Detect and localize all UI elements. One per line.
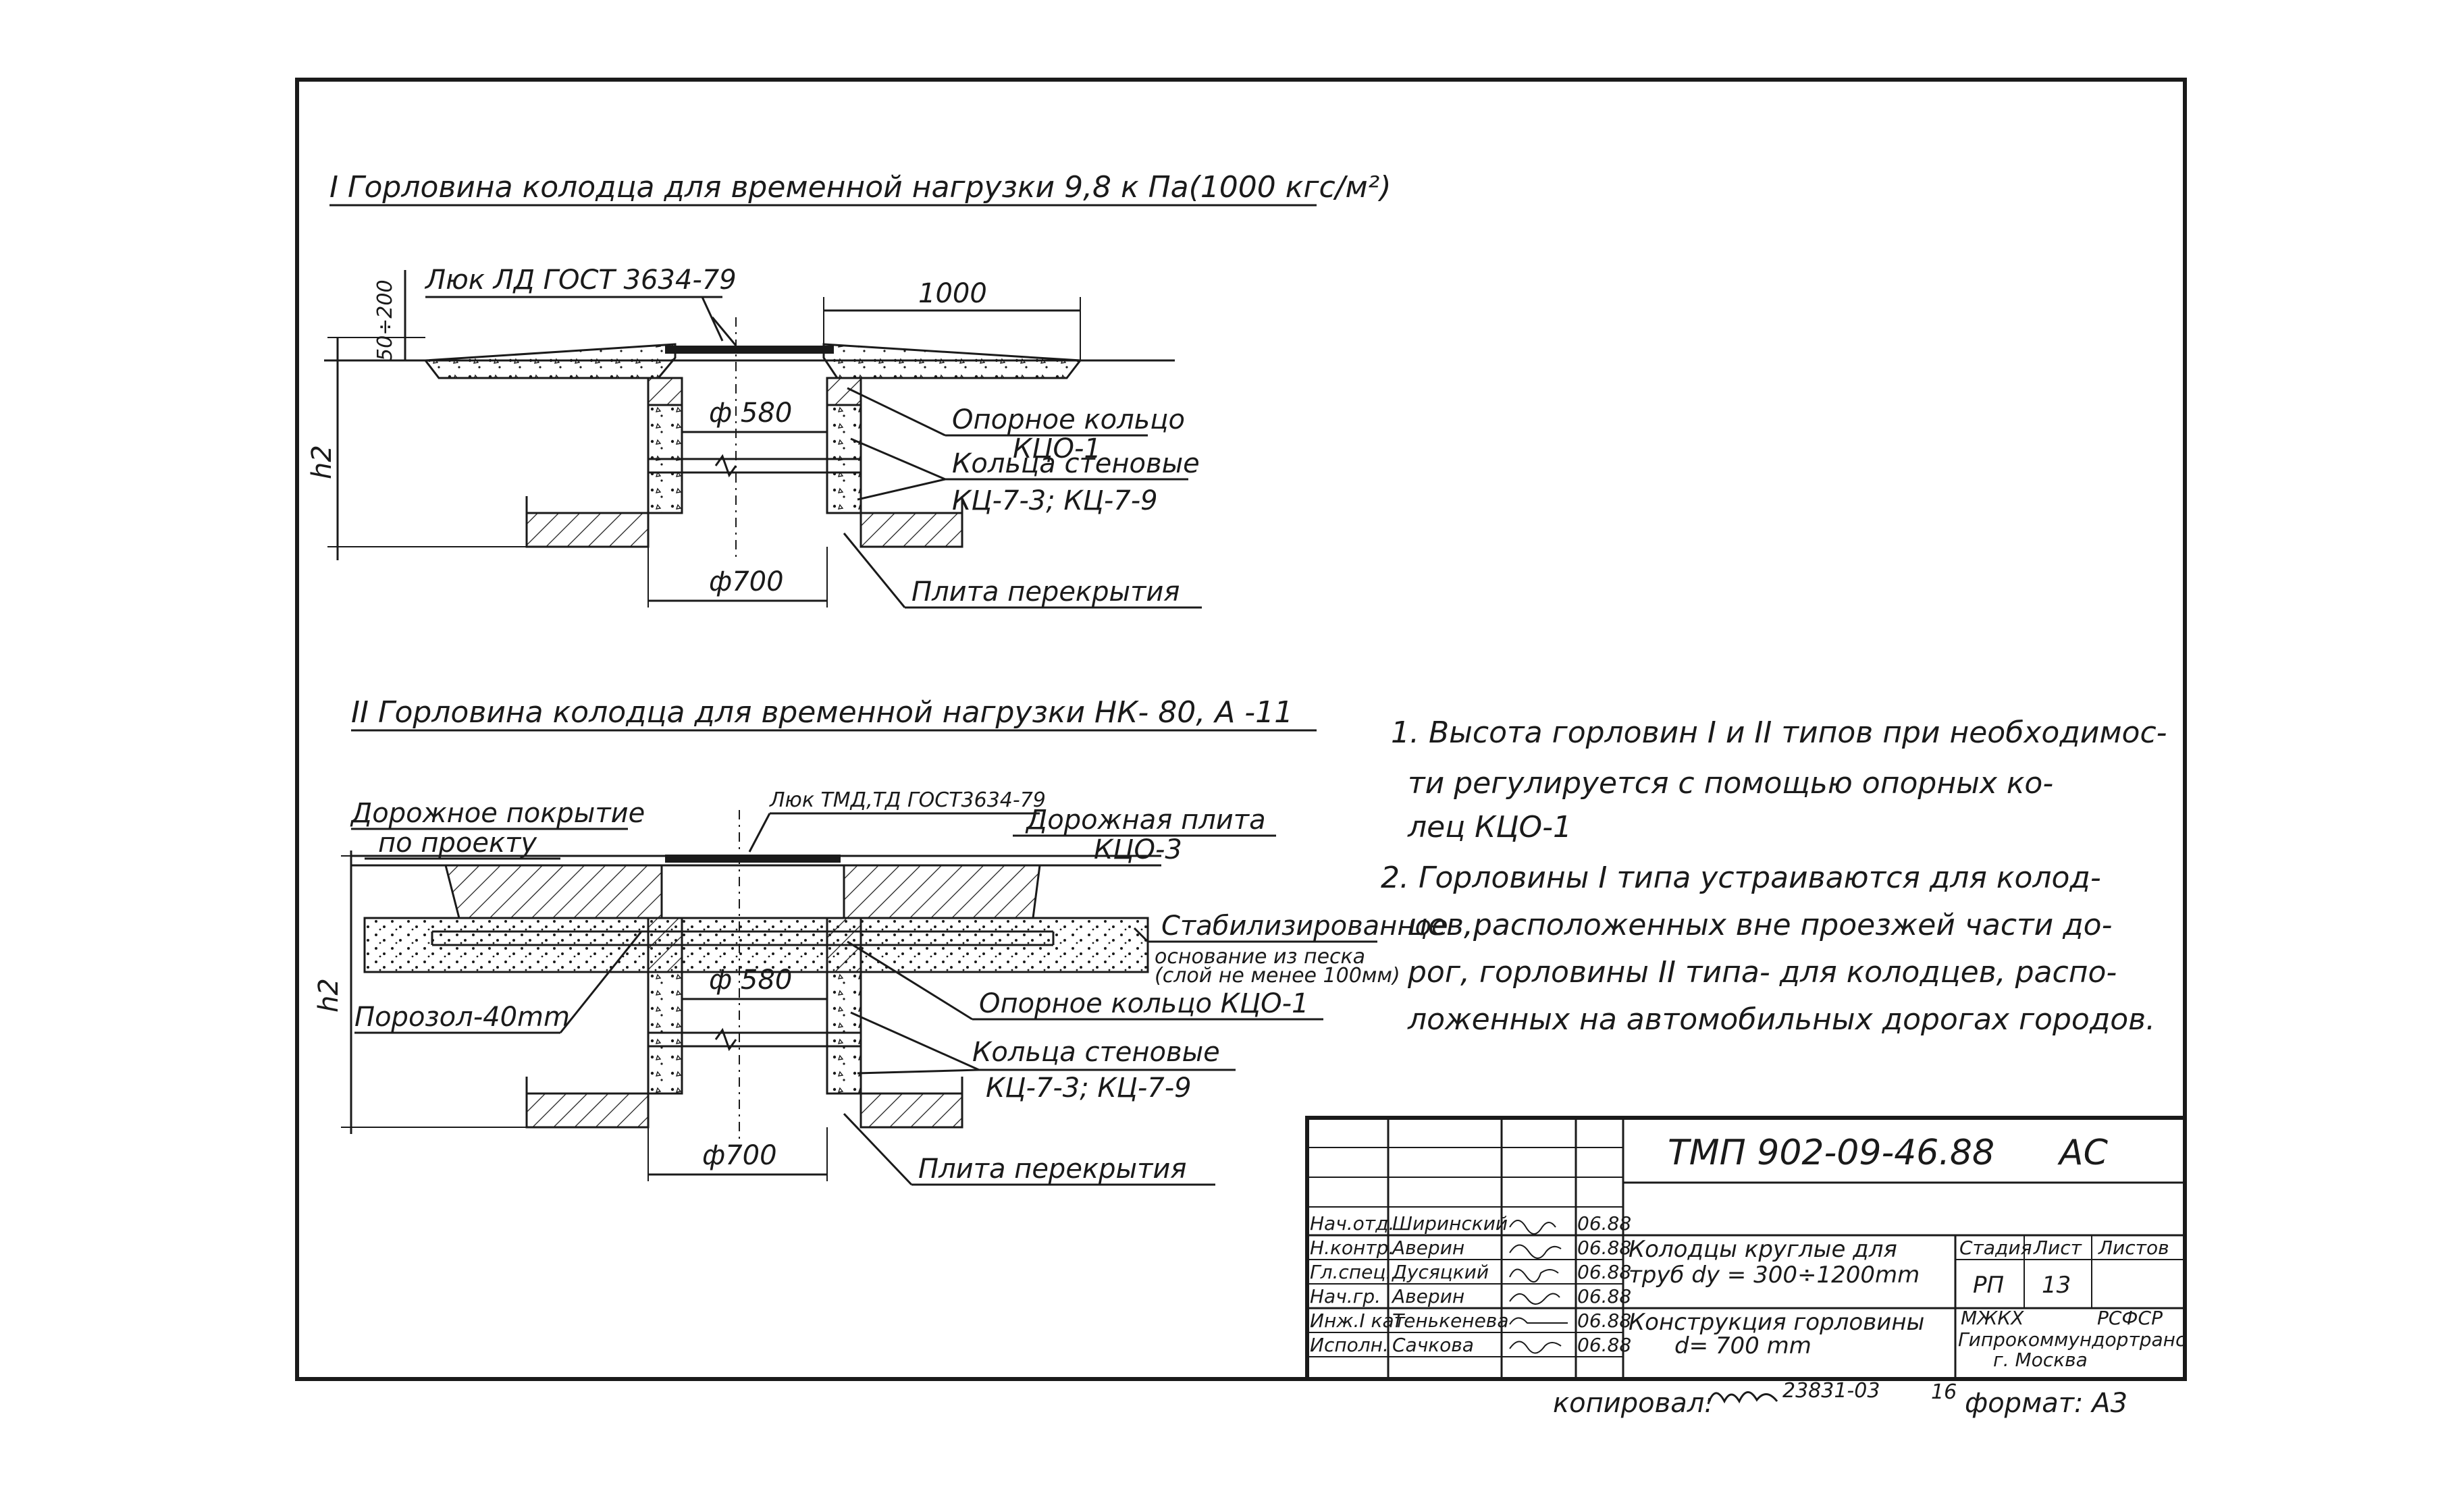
title-roles: Нач.отд. Ширинский 06.88 Н.контр. Аверин… xyxy=(1310,1212,1631,1356)
section-1-dim-h: h2 xyxy=(307,445,338,479)
title-org-1: РСФСР xyxy=(2097,1307,2163,1329)
footer-format: формат: А3 xyxy=(1965,1388,2127,1419)
section-1-dim-top: 50÷200 xyxy=(373,279,397,361)
role-2: Гл.спец. xyxy=(1310,1261,1392,1283)
role-5-name: Сачкова xyxy=(1392,1334,1474,1356)
title-sheet-title-0: Конструкция горловины xyxy=(1629,1309,1924,1336)
title-sheet-title-1: d= 700 mm xyxy=(1674,1332,1812,1359)
signature-2 xyxy=(1509,1268,1559,1282)
role-0: Нач.отд. xyxy=(1310,1212,1394,1235)
role-5-date: 06.88 xyxy=(1577,1334,1631,1356)
section-1-dia-inner: ф 580 xyxy=(709,398,792,429)
role-1-date: 06.88 xyxy=(1577,1237,1631,1259)
title-stage-header: Стадия xyxy=(1959,1237,2032,1259)
section-2-callout-left-2: Порозол-40mm xyxy=(354,1002,570,1033)
notes: 1. Высота горловин I и II типов при необ… xyxy=(1381,716,2167,1037)
section-2-dia-inner: ф 580 xyxy=(709,965,792,996)
section-2-callout-right-0: Дорожная плита xyxy=(1025,805,1266,836)
section-1-dim-width: 1000 xyxy=(918,278,987,309)
title-project-1: труб dу = 300÷1200mm xyxy=(1629,1262,1920,1289)
section-1-callout-2: Кольца стеновые xyxy=(952,448,1200,479)
role-3-date: 06.88 xyxy=(1577,1285,1631,1307)
footer-copied: копировал: xyxy=(1553,1388,1714,1419)
title-code-suffix: АС xyxy=(2057,1133,2109,1173)
title-code: ТМП 902-09-46.88 xyxy=(1668,1133,1994,1173)
section-2-callout-right-3: основание из песка xyxy=(1155,945,1365,969)
section-2-hatch-label: Люк ТМД,ТД ГОСТ3634-79 xyxy=(769,788,1046,812)
section-2-title: II Горловина колодца для временной нагру… xyxy=(351,695,1293,730)
note-line-5: рог, горловины II типа- для колодцев, ра… xyxy=(1407,955,2117,990)
title-sheet-header: Лист xyxy=(2033,1237,2082,1259)
section-1-title: I Горловина колодца для временной нагруз… xyxy=(329,170,1391,205)
section-2-dia-outer: ф700 xyxy=(702,1140,777,1171)
section-2-callout-right-2: Стабилизированное xyxy=(1161,911,1448,942)
role-2-date: 06.88 xyxy=(1577,1261,1631,1283)
section-1-callout-4: Плита перекрытия xyxy=(911,576,1180,608)
section-1-hatch-label: Люк ЛД ГОСТ 3634-79 xyxy=(424,265,737,296)
section-2-callout-right-1: КЦО-3 xyxy=(1094,834,1182,865)
role-3-name: Аверин xyxy=(1391,1285,1464,1307)
signature-0 xyxy=(1509,1220,1556,1235)
signature-4 xyxy=(1509,1317,1568,1325)
section-2-callout-right-4: (слой не менее 100мм) xyxy=(1155,964,1400,988)
role-1-name: Аверин xyxy=(1391,1237,1464,1259)
title-block: ТМП 902-09-46.88 АС Колодцы круглые для … xyxy=(1305,1116,2187,1381)
role-3: Нач.гр. xyxy=(1310,1285,1381,1307)
section-2-callout-left-0: Дорожное покрытие xyxy=(350,798,645,829)
signature-3 xyxy=(1509,1293,1560,1305)
role-4: Инж.I кат xyxy=(1310,1310,1406,1332)
drawing-frame xyxy=(295,78,2187,1381)
footer-page: 16 xyxy=(1931,1380,1957,1404)
title-org-0: МЖКХ xyxy=(1961,1307,2024,1329)
note-line-3: 2. Горловины I типа устраиваются для кол… xyxy=(1381,861,2101,895)
title-org-2: Гипрокоммундортранс xyxy=(1958,1328,2186,1351)
footer: копировал: 23831-03 16 формат: А3 xyxy=(1553,1379,2127,1419)
section-1-callout-1: КЦО-1 xyxy=(1013,433,1101,464)
note-line-6: ложенных на автомобильных дорогах городо… xyxy=(1407,1002,2155,1037)
section-1-callout-3: КЦ-7-3; КЦ-7-9 xyxy=(952,485,1158,516)
signature-1 xyxy=(1509,1244,1562,1259)
section-2-callout-right-8: Плита перекрытия xyxy=(918,1154,1186,1185)
role-0-name: Ширинский xyxy=(1392,1212,1508,1235)
section-2-dim-h: h2 xyxy=(313,978,344,1013)
title-sheet: 13 xyxy=(2042,1272,2071,1299)
section-2-callout-right-5: Опорное кольцо КЦО-1 xyxy=(979,988,1308,1019)
footer-signature xyxy=(1707,1391,1778,1405)
role-5: Исполн. xyxy=(1310,1334,1389,1356)
section-2-callout-right-7: КЦ-7-3; КЦ-7-9 xyxy=(986,1073,1192,1104)
note-line-4: цев,расположенных вне проезжей части до- xyxy=(1408,908,2112,942)
title-project-0: Колодцы круглые для xyxy=(1629,1236,1897,1263)
title-sheets-header: Листов xyxy=(2098,1237,2169,1259)
role-1: Н.контр. xyxy=(1310,1237,1394,1259)
title-org-3: г. Москва xyxy=(1993,1349,2088,1371)
section-1-callout-0: Опорное кольцо xyxy=(952,404,1185,435)
note-line-0: 1. Высота горловин I и II типов при необ… xyxy=(1391,716,2167,750)
section-2: II Горловина колодца для временной нагру… xyxy=(313,695,1448,1186)
section-2-callout-right-6: Кольца стеновые xyxy=(972,1037,1220,1068)
role-2-name: Дусяцкий xyxy=(1391,1261,1489,1283)
note-line-1: ти регулируется с помощью опорных ко- xyxy=(1408,766,2053,801)
section-1: I Горловина колодца для временной нагруз… xyxy=(307,170,1391,609)
role-0-date: 06.88 xyxy=(1577,1212,1631,1235)
section-2-callout-left-1: по проекту xyxy=(378,828,537,859)
note-line-2: лец КЦО-1 xyxy=(1407,810,1572,844)
section-1-dia-outer: ф700 xyxy=(709,566,784,597)
footer-number: 23831-03 xyxy=(1782,1379,1880,1403)
role-4-date: 06.88 xyxy=(1577,1310,1631,1332)
role-4-name: Тенькенева xyxy=(1392,1310,1508,1332)
signature-5 xyxy=(1509,1341,1562,1354)
title-stage: РП xyxy=(1973,1272,2004,1299)
